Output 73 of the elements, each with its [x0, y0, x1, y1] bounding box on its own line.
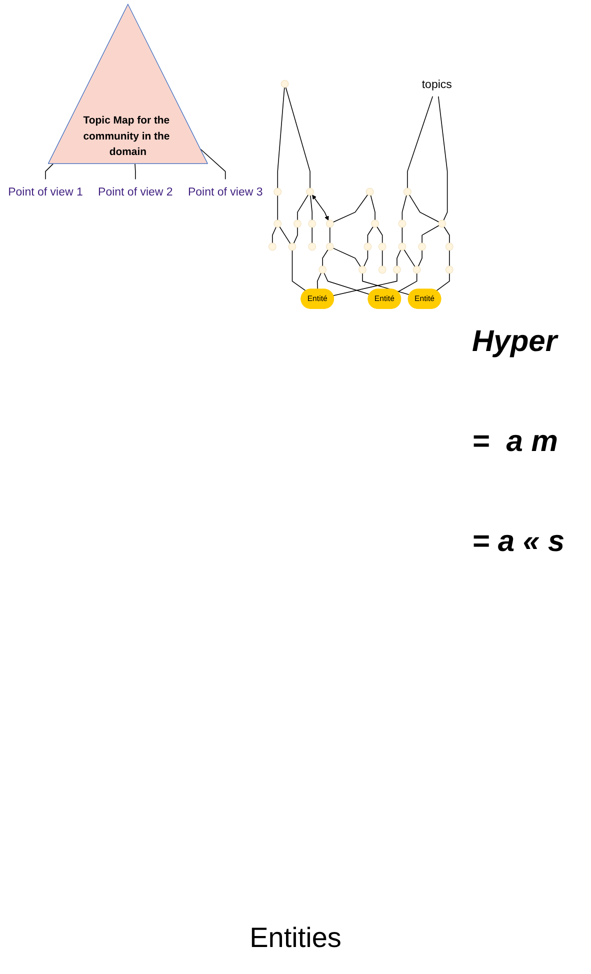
connector [418, 250, 422, 267]
node-circle [446, 266, 454, 274]
node-circle [268, 242, 276, 251]
node-circle [358, 266, 366, 274]
node-circle [446, 242, 454, 251]
connector [277, 195, 278, 220]
connector [422, 225, 440, 244]
connector [332, 194, 368, 223]
node-circle [412, 266, 421, 274]
node-circle [280, 80, 289, 88]
node-circle [274, 220, 282, 228]
connector [444, 226, 450, 244]
node-circle [288, 242, 296, 251]
connector [279, 226, 291, 244]
connector [449, 250, 450, 266]
connector [297, 194, 308, 220]
node-circle [366, 188, 374, 196]
connector [324, 272, 370, 295]
node-circle [371, 220, 379, 228]
connector [277, 87, 285, 189]
connector [402, 226, 403, 244]
arrow [312, 194, 329, 221]
node-circle [393, 266, 401, 274]
connector [272, 226, 276, 244]
connector [398, 272, 418, 292]
node-text: Point of view 1 [8, 185, 83, 198]
node-circle [438, 220, 446, 228]
connector [332, 272, 398, 296]
connector [407, 96, 434, 189]
connector [316, 272, 322, 290]
node-circle [274, 188, 282, 196]
node-circle [326, 220, 334, 228]
connector [396, 250, 402, 266]
node-circle [418, 242, 426, 251]
connector [382, 250, 383, 266]
connector [364, 250, 368, 267]
connector [312, 226, 313, 244]
node-circle [306, 188, 314, 196]
connector [436, 272, 450, 292]
node-circle [364, 242, 372, 251]
heading-text: = a m [472, 425, 558, 459]
node-circle [308, 242, 316, 251]
node-circle [398, 242, 406, 251]
node-circle [378, 266, 386, 274]
connector [404, 249, 416, 267]
connector [322, 249, 328, 266]
node-circle [398, 220, 406, 228]
connector [438, 96, 448, 221]
connector [332, 248, 361, 267]
heading-text: = a « s [472, 525, 565, 559]
connector [370, 194, 376, 220]
caption-text: Entities [248, 922, 342, 954]
connector [285, 87, 310, 189]
node-text: Point of view 2 [98, 185, 173, 198]
connector [367, 226, 374, 244]
connector [408, 194, 440, 222]
connector [310, 195, 313, 220]
connector [134, 163, 136, 180]
node-circle [404, 188, 412, 196]
node-circle [294, 220, 302, 228]
connector [292, 250, 306, 292]
connector [45, 163, 54, 180]
connector [293, 226, 298, 244]
connector [376, 226, 383, 244]
node-circle [378, 242, 386, 251]
node-text: topics [422, 77, 452, 90]
connector [200, 148, 226, 180]
heading-text: Hyper [472, 325, 558, 359]
connector [402, 194, 407, 220]
node-circle [318, 266, 326, 274]
node-circle [308, 220, 316, 228]
node-circle [326, 242, 334, 251]
node-text: Point of view 3 [188, 185, 263, 198]
